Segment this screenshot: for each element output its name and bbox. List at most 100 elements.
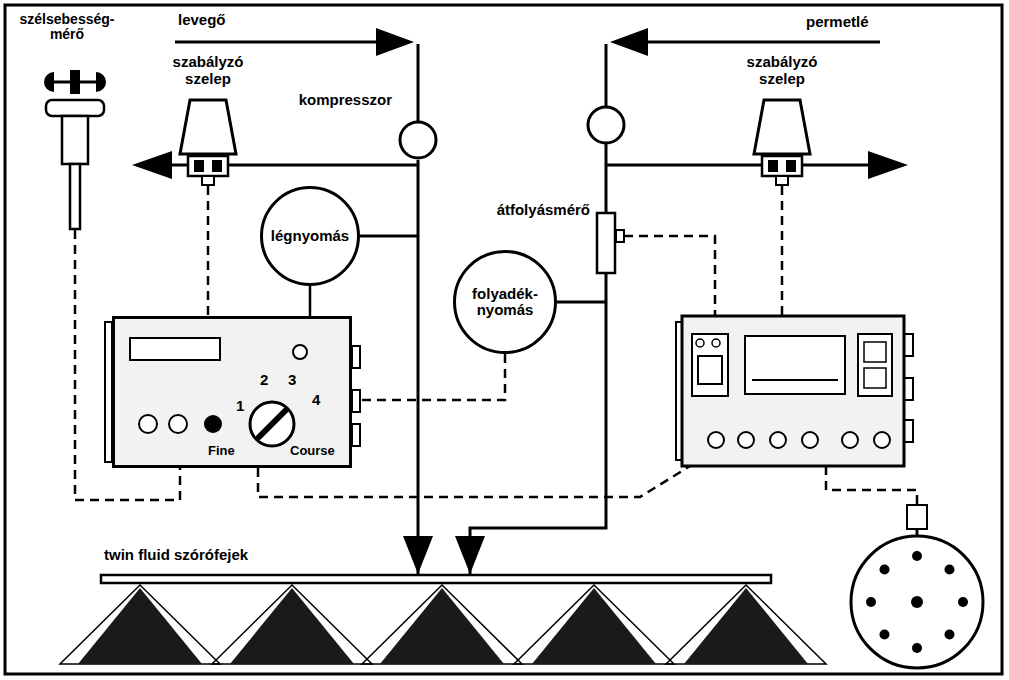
right-control-unit-part	[842, 432, 858, 448]
signal-wire-part	[826, 466, 917, 505]
component-label: szélsebesség- mérő	[12, 12, 122, 43]
right-control-unit-part	[874, 432, 890, 448]
right-control-unit	[676, 316, 913, 466]
spray-cone-part	[78, 588, 202, 664]
anemometer: szélsebesség- mérő	[40, 62, 110, 230]
component-label: twin fluid szórófejek	[104, 547, 248, 564]
right-control-unit-part	[752, 379, 838, 381]
dial-label: 3	[288, 372, 296, 389]
anemometer-shape	[40, 62, 110, 230]
wheel-speed-sensor-part	[945, 630, 955, 640]
wheel-speed-sensor-part	[911, 596, 923, 608]
anemometer-shape-part	[44, 72, 54, 92]
right-control-unit-part	[770, 432, 786, 448]
anemometer-shape-part	[96, 72, 106, 92]
right-control-unit-part	[712, 339, 720, 347]
wheel-speed-sensor-part	[880, 565, 890, 575]
frame	[5, 5, 1002, 674]
pressure-gauge-shape-part	[455, 252, 556, 353]
wheel-speed-sensor-part	[907, 505, 927, 529]
control-valve: szabályzó szelep	[752, 98, 812, 186]
control-unit-shape-part	[352, 390, 360, 412]
component-label: kompresszor	[299, 92, 392, 109]
text-holder: szabályzó szelep	[727, 54, 837, 87]
control-unit-shape-part	[114, 318, 351, 467]
control-valve-shape-part	[212, 160, 222, 172]
pressure-gauge-shape-part	[262, 188, 359, 285]
text-holder: Course	[290, 444, 335, 458]
text-holder: Fine	[208, 444, 235, 458]
text-holder: kompresszor	[299, 92, 392, 109]
control-unit-shape-part	[293, 345, 307, 359]
right-control-unit-part	[802, 432, 818, 448]
wheel-speed-sensor-part	[880, 630, 890, 640]
control-valve-shape-part	[776, 176, 788, 185]
gauge-label: folyadék- nyomás	[463, 286, 547, 319]
text-holder: átfolyásmérő	[497, 202, 590, 219]
control-valve-shape-part	[202, 176, 214, 185]
flow-meter: átfolyásmérő	[596, 212, 616, 274]
dial-label: 1	[236, 398, 244, 415]
control-unit-shape-part	[352, 346, 360, 368]
text-holder: 4	[312, 392, 320, 409]
spray-boom: twin fluid szórófejek	[100, 574, 772, 584]
connector-line	[207, 186, 210, 316]
anemometer-shape-part	[62, 116, 88, 164]
control-valve-shape-part	[754, 100, 810, 154]
dial-label: 2	[260, 372, 268, 389]
control-valve-shape	[178, 98, 238, 186]
wheel-speed-sensor	[851, 505, 983, 668]
control-unit-shape-part	[250, 402, 294, 446]
wheel-speed-sensor-part	[945, 565, 955, 575]
control-unit-shape-part	[105, 322, 112, 462]
right-control-unit-part	[864, 368, 886, 388]
gauge-label: légnyomás	[271, 228, 349, 245]
control-valve-shape-part	[180, 100, 236, 154]
connector-line	[417, 160, 420, 574]
anemometer-shape-part	[46, 100, 104, 116]
arrowhead	[403, 536, 433, 574]
right-control-unit-part	[692, 334, 728, 396]
spray-cone-part	[362, 585, 522, 664]
right-control-unit-part	[864, 342, 886, 362]
spray-boom-shape	[100, 574, 772, 584]
control-valve-shape	[752, 98, 812, 186]
dial-label: 4	[312, 392, 320, 409]
pressure-gauge: légnyomás	[260, 186, 360, 286]
control-unit-shape-part	[169, 415, 187, 433]
flow-meter-shape-part	[597, 213, 615, 273]
component-label: szabályzó szelep	[153, 54, 263, 87]
text-holder: 2	[260, 372, 268, 389]
dial-label: Fine	[208, 444, 235, 458]
wheel-speed-sensor-part	[958, 597, 968, 607]
text-holder: twin fluid szórófejek	[104, 547, 248, 564]
spray-cone-part	[230, 588, 354, 664]
component-label: szabályzó szelep	[727, 54, 837, 87]
signal-wire-part	[781, 186, 784, 316]
control-valve-shape-part	[194, 160, 204, 172]
control-valve-shape-part	[762, 156, 802, 176]
control-unit-shape-part	[130, 338, 220, 360]
right-control-unit-part	[696, 339, 704, 347]
anemometer-shape-part	[70, 164, 80, 229]
liquid-pipe-part	[606, 164, 870, 167]
text-holder: permetlé	[806, 14, 869, 31]
pressure-gauge: folyadék- nyomás	[453, 250, 557, 354]
control-valve-shape-part	[188, 156, 228, 176]
component-label: átfolyásmérő	[497, 202, 590, 219]
signal-connector	[208, 186, 209, 316]
wheel-speed-sensor-part	[866, 597, 876, 607]
arrowhead	[455, 536, 485, 574]
flow-meter-shape	[596, 212, 616, 274]
text-holder: szabályzó szelep	[153, 54, 263, 87]
wheel-speed-sensor-part	[912, 643, 922, 653]
text-holder: légnyomás	[260, 186, 360, 286]
spray-cone-part	[514, 585, 674, 664]
liquid-inlet-arrow	[610, 28, 880, 56]
right-control-unit-part	[738, 432, 754, 448]
spray-cone-part	[666, 585, 826, 664]
right-control-unit-part	[858, 334, 892, 396]
right-control-unit-part	[682, 316, 904, 466]
text-holder: szélsebesség- mérő	[12, 12, 122, 43]
